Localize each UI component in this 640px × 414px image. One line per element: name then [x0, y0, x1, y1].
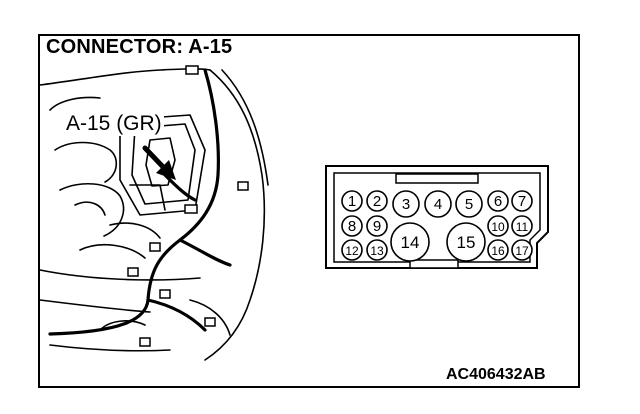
connector-pin-label: 17	[515, 244, 529, 258]
connector-pin-label: 2	[373, 193, 381, 210]
connector-pin-label: 14	[401, 233, 420, 252]
connector-pin-label: 1	[348, 193, 356, 210]
connector-pin-2	[366, 190, 388, 212]
connector-pin-16	[487, 239, 509, 261]
connector-pin-label: 11	[516, 220, 529, 234]
connector-callout-label: A-15 (GR)	[64, 112, 164, 136]
connector-pin-12	[341, 239, 363, 261]
connector-pin-label: 7	[518, 193, 526, 210]
connector-pin-5	[455, 190, 483, 218]
connector-pin-7	[511, 190, 533, 212]
diagram-title: CONNECTOR: A-15	[46, 36, 233, 58]
main-harness	[48, 68, 220, 336]
connector-pin-label: 12	[345, 244, 359, 258]
connector-pin-label: 6	[494, 193, 502, 210]
connector-pin-label: 4	[434, 196, 442, 213]
figure-code: AC406432AB	[446, 366, 546, 383]
connector-pin-4	[424, 190, 452, 218]
connector-pin-17	[511, 239, 533, 261]
connector-pin-1	[341, 190, 363, 212]
connector-pin-11	[511, 215, 533, 237]
connector-pin-10	[487, 215, 509, 237]
connector-pin-6	[487, 190, 509, 212]
connector-pin-label: 13	[370, 244, 384, 258]
callout-arrow	[142, 145, 176, 180]
connector-pin-label: 15	[457, 233, 476, 252]
fender-outline	[204, 69, 266, 361]
connector-pin-label: 10	[491, 220, 505, 234]
connector-pin-9	[366, 215, 388, 237]
connector-pin-3	[392, 190, 420, 218]
connector-pin-label: 5	[465, 196, 473, 213]
connector-pin-label: 8	[348, 218, 356, 235]
connector-pin-label: 9	[373, 218, 381, 235]
connector-pin-14	[390, 222, 430, 262]
connector-pin-label: 3	[402, 196, 410, 213]
connector-pin-label: 16	[491, 244, 505, 258]
connector-pin-8	[341, 215, 363, 237]
connector-pin-13	[366, 239, 388, 261]
connector-pin-15	[446, 222, 486, 262]
